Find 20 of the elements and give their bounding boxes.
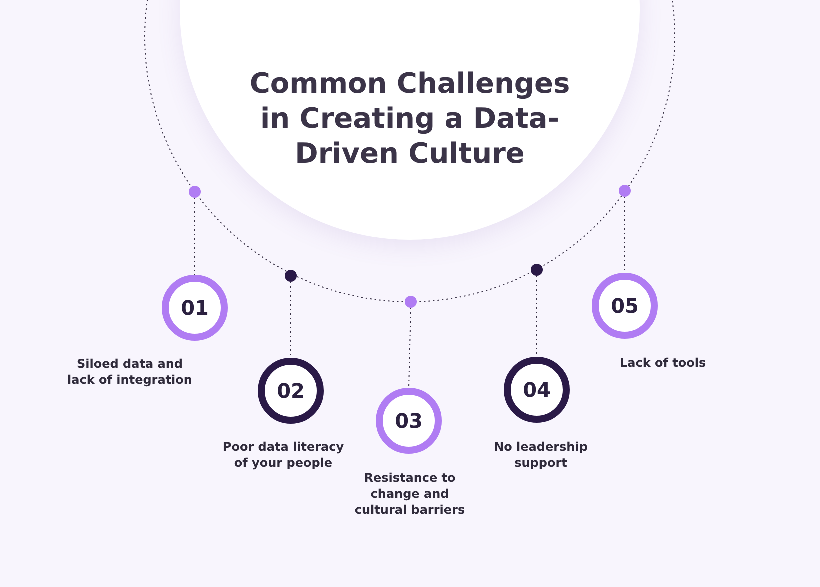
challenge-label: Lack of tools bbox=[620, 355, 708, 371]
connector-line bbox=[408, 308, 412, 388]
number-ring: 02 bbox=[258, 358, 324, 424]
connector-line bbox=[624, 196, 626, 274]
timeline-dot bbox=[619, 185, 631, 197]
challenge-label: Poor data literacy of your people bbox=[222, 439, 346, 471]
number-ring: 03 bbox=[376, 388, 442, 454]
connector-line bbox=[290, 282, 292, 358]
timeline-dot bbox=[285, 270, 297, 282]
challenge-label: Resistance to change and cultural barriers bbox=[354, 470, 466, 518]
number-ring: 04 bbox=[504, 357, 570, 423]
number-ring: 01 bbox=[162, 275, 228, 341]
connector-line bbox=[194, 198, 196, 276]
timeline-dot bbox=[189, 186, 201, 198]
timeline-dot bbox=[405, 296, 417, 308]
diagram-title: Common Challenges in Creating a Data-Driven Culture bbox=[248, 66, 572, 171]
challenge-label: Siloed data and lack of integration bbox=[66, 356, 194, 388]
number-ring: 05 bbox=[592, 273, 658, 339]
timeline-dot bbox=[531, 264, 543, 276]
challenge-label: No leadership support bbox=[493, 439, 589, 471]
